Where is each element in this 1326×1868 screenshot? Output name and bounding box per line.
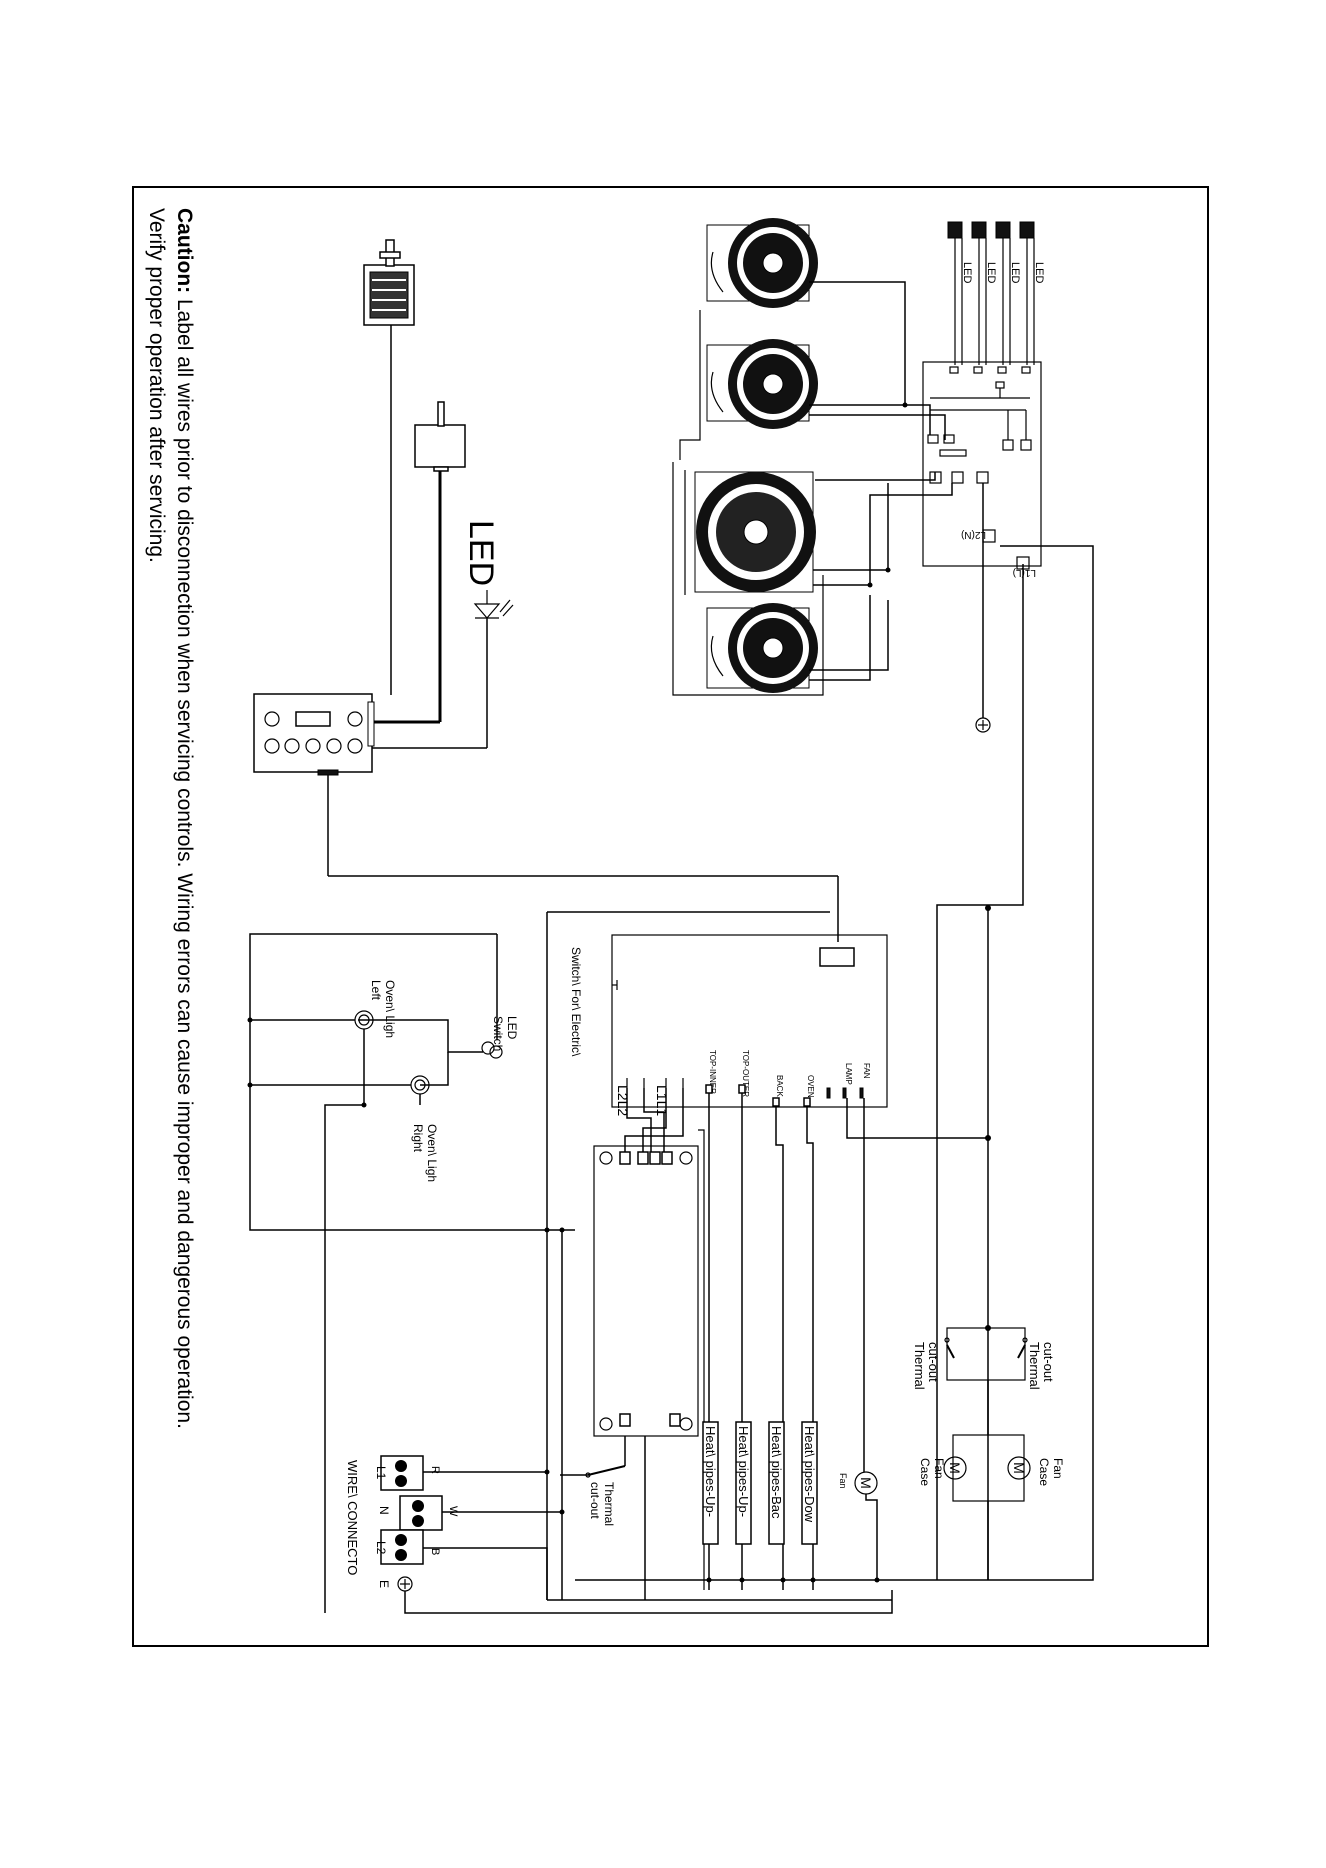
- terminal-line-e: E: [377, 1580, 391, 1588]
- oven-light-left-line-1: Oven\ Ligh: [383, 980, 397, 1038]
- oven-light-right-line-1: Oven\ Ligh: [425, 1124, 439, 1182]
- heat-pipe-label-3: Heat\ pipes-Bac: [769, 1426, 784, 1519]
- diagram-frame: [132, 186, 1209, 1647]
- board-output-top-inner: TOP-INNER: [708, 1050, 717, 1094]
- caution-note: Caution: Label all wires prior to discon…: [145, 208, 196, 1429]
- board-output-oven: OVEN: [806, 1075, 815, 1098]
- board-l2l2-label: L2L2: [615, 1085, 631, 1116]
- oven-fan-label: Fan: [838, 1473, 848, 1489]
- thermal-cutout-pair: Thermal cut-out Thermal cut-out: [912, 1327, 1056, 1390]
- thermal-bottom-line-1: Thermal: [912, 1342, 927, 1390]
- relay-power-board: [593, 1145, 699, 1437]
- thermal-lower-line-2: cut-out: [588, 1482, 602, 1519]
- caution-bold: Caution:: [173, 208, 196, 293]
- terminal-line-l2: L2: [374, 1541, 388, 1555]
- blower-fan-3: [694, 471, 816, 593]
- terminal-line-l1: L1: [374, 1466, 388, 1480]
- terminal-letter-b: B: [429, 1548, 441, 1555]
- led-label-3: LED: [1009, 262, 1021, 283]
- led-label-1: LED: [961, 262, 973, 283]
- oven-light-left-line-2: Left: [369, 980, 383, 1001]
- caution-line-1: Label all wires prior to disconnection w…: [173, 293, 196, 1429]
- blower-fan-4: [706, 603, 818, 693]
- oven-fan-motor: M Fan: [838, 1138, 878, 1580]
- board-output-lamp: LAMP: [844, 1063, 853, 1085]
- heat-pipe-label-4: Heat\ pipes-Dow: [802, 1426, 817, 1523]
- switch-for-electric-label: Switch\ For\ Electric\: [569, 947, 583, 1057]
- heat-pipe-label-1: Heat\ pipes-Up-: [703, 1426, 718, 1517]
- thermal-cutout-lower: Thermal cut-out: [560, 1436, 626, 1526]
- caution-line-2: Verify proper operation after servicing.: [145, 208, 168, 563]
- led-switch-line-1: LED: [505, 1016, 519, 1040]
- terminal-line-n: N: [377, 1506, 391, 1515]
- thermostat-capsule: [372, 401, 466, 724]
- l2n-label: L2(N): [961, 529, 986, 540]
- rotary-selector-switch: [363, 239, 415, 695]
- board-output-fan: FAN: [862, 1063, 871, 1079]
- case-fan-top-line-2: Fan: [1051, 1458, 1065, 1479]
- led-symbol: [372, 590, 514, 749]
- thermal-bottom-line-2: cut-out: [926, 1342, 941, 1382]
- wire-connector-label: WIRE\ CONNECTO: [345, 1460, 360, 1575]
- svg-text:Caution: Label all wires prior: Caution: Label all wires prior to discon…: [173, 208, 196, 1429]
- l1l-label: L1(L): [1013, 567, 1036, 578]
- board-output-top-outer: TOP-OUTER: [741, 1050, 750, 1097]
- thermal-lower-line-1: Thermal: [602, 1482, 616, 1526]
- blower-fan-1: [706, 218, 818, 308]
- case-fan-motor-symbol-2: M: [947, 1462, 963, 1474]
- thermal-top-line-1: Thermal: [1027, 1342, 1042, 1390]
- case-fan-pair: M M Case Fan Case Fan: [918, 1434, 1065, 1502]
- ground-symbol-top: [975, 483, 991, 733]
- heat-pipe-labels: Heat\ pipes-Up- Heat\ pipes-Up- Heat\ pi…: [702, 1421, 818, 1545]
- case-fan-bottom-line-1: Case: [918, 1458, 932, 1486]
- wire-connector-terminal-block: R W B L1 N L2 E WIRE\ CONNECTO: [345, 1455, 459, 1592]
- board-output-back: BACK: [775, 1075, 784, 1097]
- led-big-label: LED: [462, 520, 500, 586]
- case-fan-motor-symbol-1: M: [1011, 1462, 1027, 1474]
- case-fan-top-line-1: Case: [1037, 1458, 1051, 1486]
- case-fan-bottom-line-2: Fan: [932, 1458, 946, 1479]
- terminal-letter-r: R: [429, 1466, 441, 1474]
- thermal-top-line-2: cut-out: [1041, 1342, 1056, 1382]
- oven-fan-motor-symbol: M: [858, 1477, 874, 1489]
- oven-light-right-line-2: Right: [411, 1124, 425, 1153]
- oven-light-circuit: LED Switch Oven\ Ligh Left Oven\ Ligh Ri…: [247, 933, 575, 1613]
- blower-fan-2: [706, 339, 818, 429]
- heat-pipe-label-2: Heat\ pipes-Up-: [736, 1426, 751, 1517]
- control-panel: [253, 693, 839, 942]
- led-label-4: LED: [1033, 262, 1045, 283]
- led-switch-line-2: Switch: [491, 1016, 505, 1051]
- led-label-2: LED: [985, 262, 997, 283]
- main-control-board: Switch\ For\ Electric\ L2L2 L1L1 TOP-INN…: [569, 934, 888, 1116]
- led-lamp-group: LED LED LED LED: [947, 221, 1045, 374]
